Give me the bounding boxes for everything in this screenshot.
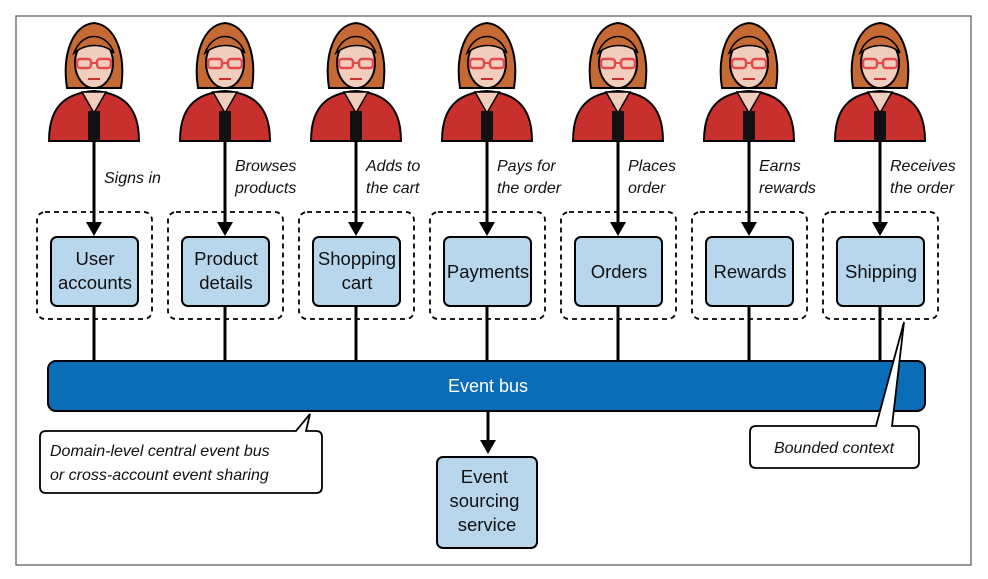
event-bus-label: Event bus — [448, 376, 528, 396]
service-label: Shipping — [845, 261, 917, 282]
arrow-down-icon — [348, 222, 364, 236]
service-label: Payments — [447, 261, 529, 282]
arrow-down-icon — [610, 222, 626, 236]
person-icon — [833, 21, 927, 143]
arrow-down-icon — [480, 440, 496, 454]
central-bus-callout — [39, 413, 323, 494]
arrow-down-icon — [86, 222, 102, 236]
event-sourcing-service-label: Event sourcing service — [449, 466, 524, 535]
person-icon — [702, 21, 796, 143]
diagram-frame — [15, 15, 972, 566]
service-label: Rewards — [714, 261, 787, 282]
action-label: Signs in — [104, 170, 161, 187]
person-icon — [440, 21, 534, 143]
bounded-context-callout-text: Bounded context — [774, 440, 895, 457]
arrow-down-icon — [479, 222, 495, 236]
arrow-down-icon — [872, 222, 888, 236]
person-icon — [178, 21, 272, 143]
arrow-down-icon — [217, 222, 233, 236]
person-icon — [47, 21, 141, 143]
event-sourcing-service-box — [436, 456, 538, 549]
person-icon — [309, 21, 403, 143]
arrow-down-icon — [741, 222, 757, 236]
central-bus-callout-text: Domain-level central event bus or cross-… — [50, 443, 274, 484]
person-icon — [571, 21, 665, 143]
service-label: Orders — [591, 261, 648, 282]
bounded-context-callout — [749, 321, 920, 469]
